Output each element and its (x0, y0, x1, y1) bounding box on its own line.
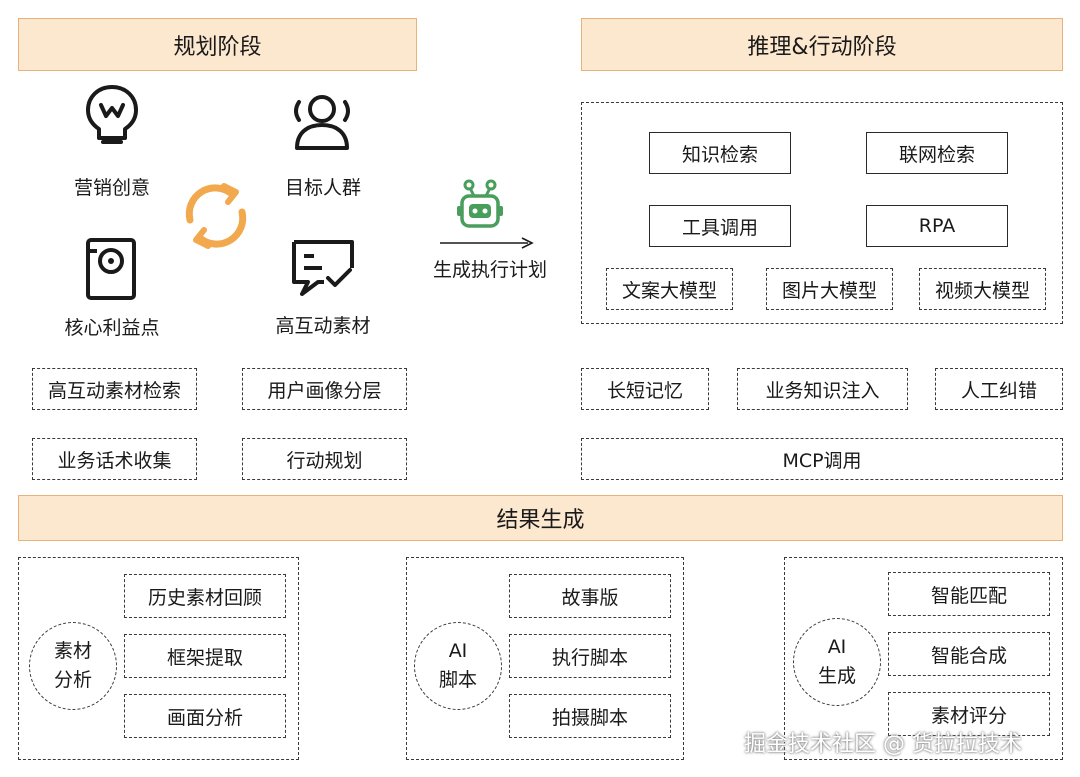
result-item-smart-match: 智能匹配 (888, 572, 1050, 616)
result-center-ai-generate: AI 生成 (793, 618, 881, 706)
refresh-cycle-icon (185, 183, 247, 249)
result-group-ai-generate (784, 557, 1063, 760)
support-human-correction: 人工纠错 (935, 368, 1063, 410)
support-memory: 长短记忆 (581, 368, 709, 410)
result-item-scene-analysis: 画面分析 (124, 694, 286, 738)
center-line-2: 分析 (53, 669, 92, 691)
agent-plan-label: 生成执行计划 (432, 259, 547, 281)
tool-web-search: 联网检索 (866, 132, 1008, 174)
watermark-text: 掘金技术社区 @ 货拉拉技术 (744, 732, 1022, 757)
lightbulb-icon (86, 85, 138, 144)
reasoning-stage-banner: 推理&行动阶段 (581, 18, 1063, 71)
planning-label-audience: 目标人群 (284, 177, 361, 199)
flow-arrow-icon (440, 237, 534, 249)
result-group-ai-script (406, 557, 684, 760)
model-video: 视频大模型 (919, 268, 1046, 310)
center-line-1: AI (448, 640, 468, 662)
result-item-smart-compose: 智能合成 (888, 632, 1050, 676)
robot-icon (457, 179, 503, 228)
center-line-1: AI (827, 636, 847, 658)
tool-knowledge-search: 知识检索 (649, 132, 791, 174)
tool-tool-call: 工具调用 (649, 205, 791, 247)
planning-stage-banner: 规划阶段 (18, 18, 417, 71)
result-item-material-score: 素材评分 (888, 692, 1050, 736)
chat-check-icon (292, 240, 354, 296)
model-copywriting: 文案大模型 (606, 268, 733, 310)
support-knowledge-inject: 业务知识注入 (737, 368, 908, 410)
planning-label-benefit: 核心利益点 (64, 317, 160, 339)
result-item-shooting-script: 拍摄脚本 (509, 694, 671, 738)
result-item-execution-script: 执行脚本 (509, 634, 671, 678)
planning-stage-title: 规划阶段 (173, 34, 262, 60)
planning-label-material: 高互动素材 (275, 315, 371, 337)
center-line-1: 素材 (53, 640, 92, 662)
result-item-storyboard: 故事版 (509, 574, 671, 618)
planning-box-script-collect: 业务话术收集 (32, 438, 197, 480)
result-group-material-analysis (18, 557, 299, 760)
result-center-ai-script: AI 脚本 (414, 622, 502, 710)
result-item-framework-extract: 框架提取 (124, 634, 286, 678)
result-stage-banner: 结果生成 (18, 495, 1063, 541)
reasoning-stage-title: 推理&行动阶段 (747, 34, 897, 60)
result-center-material-analysis: 素材 分析 (29, 622, 117, 710)
planning-label-idea: 营销创意 (73, 177, 150, 199)
planning-box-action-plan: 行动规划 (242, 438, 407, 480)
planning-box-user-profile: 用户画像分层 (242, 368, 407, 410)
user-icon (294, 95, 350, 150)
result-item-history-review: 历史素材回顾 (124, 574, 286, 618)
reasoning-tools-region (581, 102, 1063, 324)
model-image: 图片大模型 (766, 268, 893, 310)
tool-rpa: RPA (866, 205, 1008, 247)
mcp-call-box: MCP调用 (581, 438, 1063, 480)
planning-box-material-search: 高互动素材检索 (32, 368, 197, 410)
target-card-icon (86, 238, 136, 300)
center-line-2: 脚本 (438, 669, 477, 691)
result-stage-title: 结果生成 (496, 508, 585, 533)
center-line-2: 生成 (817, 665, 856, 687)
